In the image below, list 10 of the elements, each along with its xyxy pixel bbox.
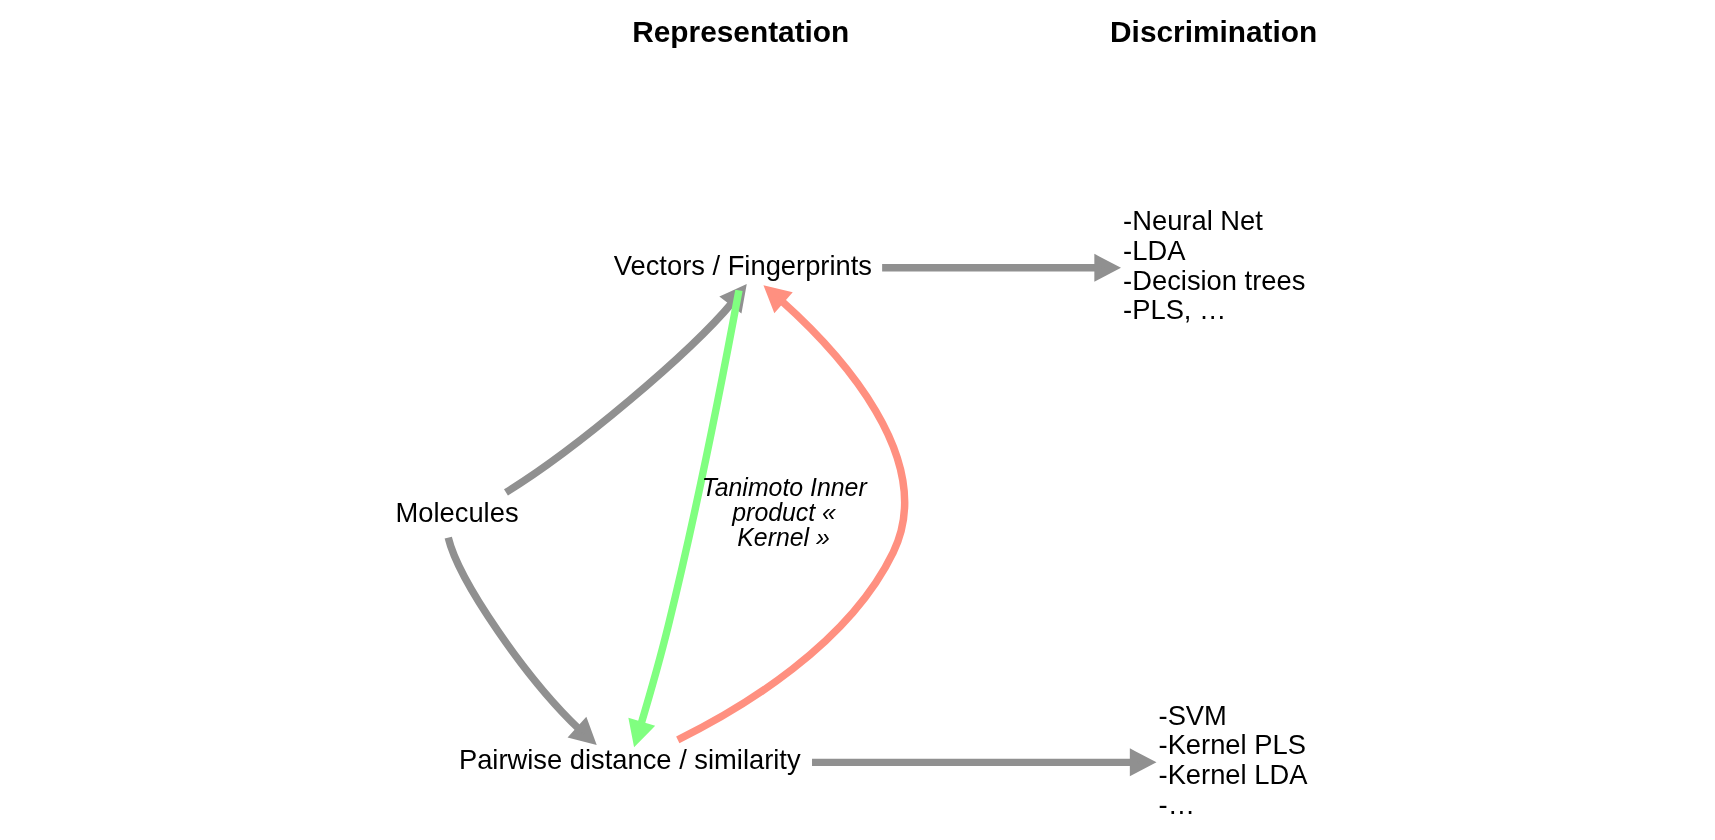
node-text: Molecules [395, 497, 519, 529]
node-text: Pairwise distance / similarity [458, 744, 801, 776]
node-text: Vectors / Fingerprints [613, 249, 872, 281]
node-text: -SVM -Kernel PLS -Kernel LDA -… [1158, 699, 1308, 821]
node-text: -Neural Net -LDA -Decision trees -PLS, … [1123, 204, 1306, 326]
arrow [628, 289, 743, 748]
edge-label: Tanimoto Inner product « Kernel » [701, 474, 867, 552]
label: Discrimination [1110, 14, 1318, 48]
arrow [444, 536, 597, 746]
label: Representation [632, 14, 850, 48]
